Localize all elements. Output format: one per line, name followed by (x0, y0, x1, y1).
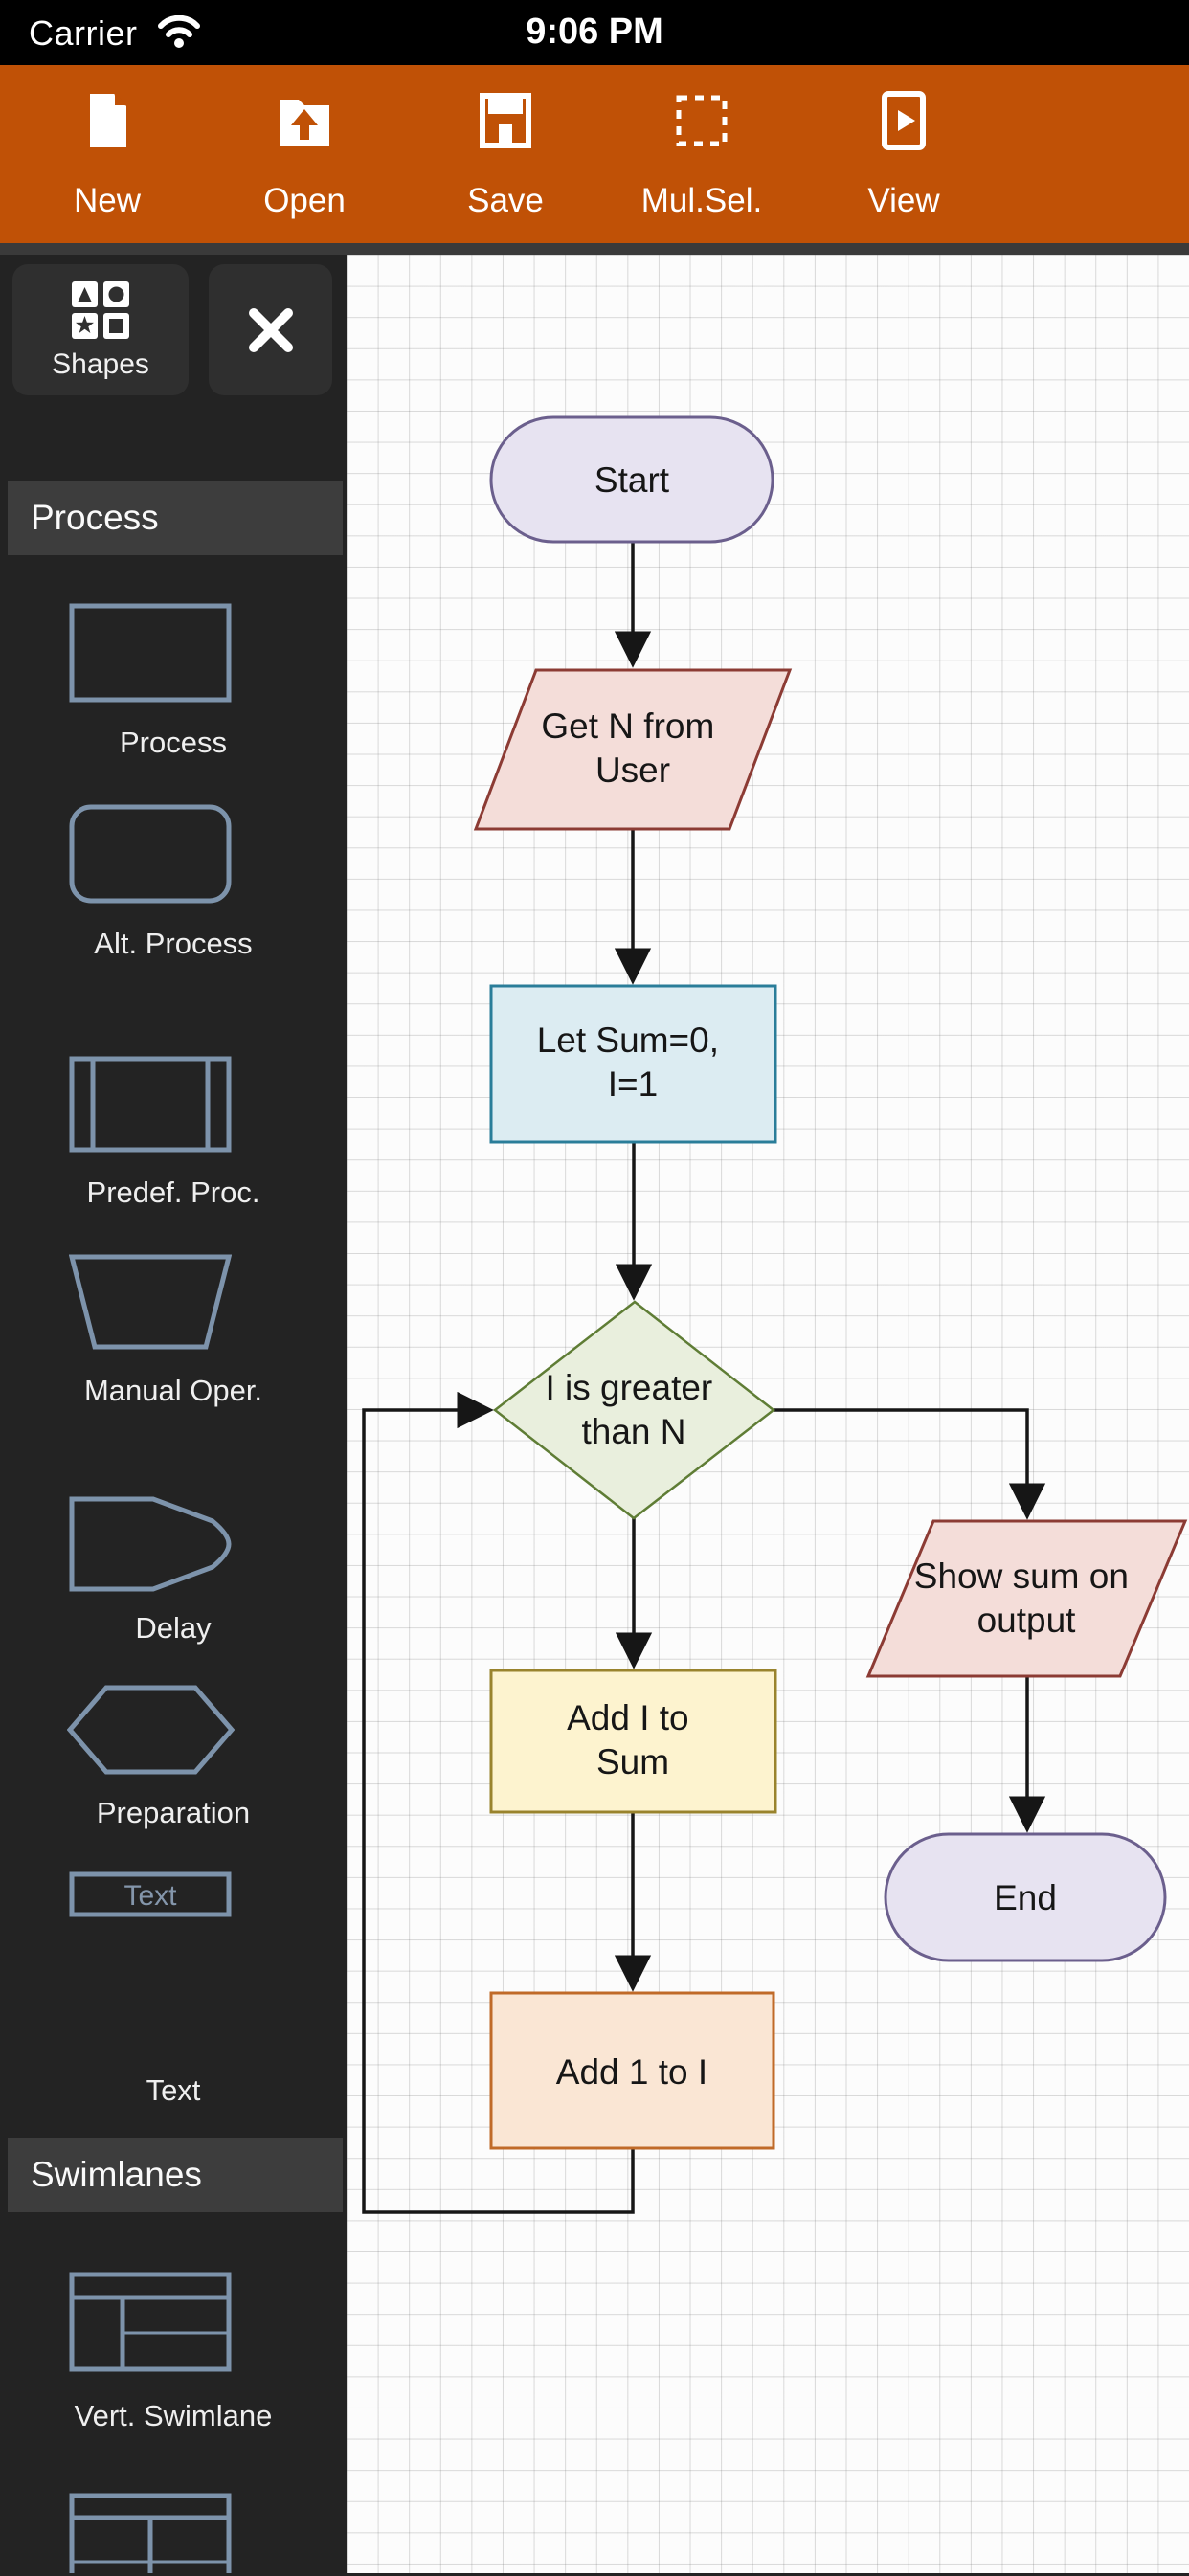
shape-item-label: Text (146, 2073, 201, 2107)
shape-item-horiz-swimlane[interactable] (69, 2493, 232, 2573)
shape-item-text[interactable]: Text (69, 1871, 232, 1917)
section-header-swimlanes[interactable]: Swimlanes (8, 2138, 343, 2212)
open-folder-icon (280, 100, 329, 146)
shape-item-delay[interactable] (69, 1496, 232, 1592)
section-header-process[interactable]: Process (8, 481, 343, 555)
shape-item-label: Predef. Proc. (86, 1176, 260, 1209)
shape-item-alt-process[interactable] (69, 804, 232, 904)
decision-diamond-shape[interactable] (492, 1300, 776, 1520)
io-parallelogram-shape[interactable] (473, 668, 793, 831)
node-show-sum[interactable]: Show sum on output (865, 1519, 1188, 1678)
node-end-label: End (994, 1878, 1057, 1917)
shape-item-vert-swimlane[interactable] (69, 2272, 232, 2372)
shape-item-label: Process (120, 726, 227, 759)
status-bar: Carrier 9:06 PM (0, 0, 1189, 65)
node-init-sum[interactable]: Let Sum=0, I=1 (489, 984, 777, 1144)
view-icon (882, 91, 926, 150)
edge-decision-to-showsum[interactable] (774, 1408, 1046, 1520)
process-rect-shape[interactable] (489, 1669, 777, 1814)
shape-item-predefined-process[interactable] (69, 1056, 232, 1153)
multi-select-icon (676, 95, 728, 146)
save-button-label: Save (467, 182, 544, 219)
node-show-sum-label: Show sum on output (914, 1557, 1138, 1640)
shape-item-preparation[interactable] (67, 1685, 235, 1775)
close-icon (248, 307, 293, 352)
shapes-grid-icon (72, 280, 129, 339)
node-add-1-to-i[interactable]: Add 1 to I (489, 1991, 775, 2150)
multi-select-button[interactable]: Mul.Sel. (620, 65, 783, 243)
io-parallelogram-shape[interactable] (865, 1519, 1188, 1678)
toolbar: New Open Save Mul.Sel. View (0, 65, 1189, 243)
open-button[interactable]: Open (223, 65, 386, 243)
diagram-canvas[interactable]: Start Get N from User Let Sum=0, I=1 I i… (347, 255, 1189, 2573)
terminator-shape[interactable] (489, 415, 774, 544)
node-add-i-label: Add I to Sum (567, 1698, 699, 1781)
node-decision-label: I is greater than N (545, 1368, 722, 1451)
carrier-label: Carrier (29, 13, 138, 53)
new-button[interactable]: New (26, 65, 189, 243)
new-button-label: New (73, 182, 142, 219)
shape-item-label: Preparation (96, 1796, 251, 1829)
node-end[interactable]: End (884, 1832, 1167, 1962)
shape-item-label: Vert. Swimlane (74, 2399, 273, 2432)
open-button-label: Open (263, 182, 346, 219)
flowchart: Start Get N from User Let Sum=0, I=1 I i… (362, 415, 1188, 2214)
node-init-label: Let Sum=0, I=1 (537, 1020, 729, 1104)
wifi-icon (156, 14, 202, 55)
close-panel-button[interactable] (209, 264, 332, 395)
multi-select-button-label: Mul.Sel. (640, 182, 763, 219)
save-floppy-icon (480, 93, 531, 148)
node-get-n-label: Get N from User (541, 706, 724, 790)
shapes-panel: Shapes Process Process Alt. Process Pred… (0, 255, 347, 2573)
node-get-n-from-user[interactable]: Get N from User (473, 668, 793, 831)
view-button[interactable]: View (822, 65, 985, 243)
process-rect-shape[interactable] (489, 1991, 775, 2150)
shape-item-label: Delay (135, 1611, 212, 1645)
shape-item-manual-operation[interactable] (69, 1254, 232, 1350)
shapes-button-label: Shapes (52, 347, 149, 380)
shape-item-label: Alt. Process (94, 927, 253, 960)
shape-item-label: Manual Oper. (83, 1374, 263, 1407)
process-rect-shape[interactable] (489, 984, 777, 1144)
node-add-i-to-sum[interactable]: Add I to Sum (489, 1669, 777, 1814)
new-document-icon (90, 93, 127, 147)
node-decision[interactable]: I is greater than N (492, 1300, 776, 1520)
clock: 9:06 PM (526, 11, 663, 52)
flowchart-edges (362, 542, 1046, 2214)
save-button[interactable]: Save (424, 65, 587, 243)
node-start-label: Start (594, 460, 670, 500)
edge-add1-loop-to-decision[interactable] (362, 1391, 635, 2214)
toolbar-bottom-divider (0, 243, 1189, 255)
node-start[interactable]: Start (489, 415, 774, 544)
shape-item-process[interactable] (69, 603, 232, 703)
text-thumb-label: Text (123, 1880, 177, 1912)
shapes-button[interactable]: Shapes (12, 264, 189, 395)
terminator-shape[interactable] (884, 1832, 1167, 1962)
node-add-1-label: Add 1 to I (556, 2052, 707, 2092)
view-button-label: View (867, 182, 940, 219)
